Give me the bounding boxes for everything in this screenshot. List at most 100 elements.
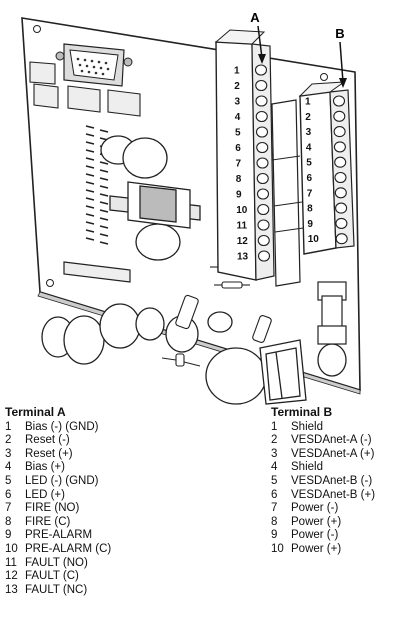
terminal-function: VESDAnet-A (+): [291, 447, 375, 460]
block-terminal-number: 2: [234, 81, 240, 92]
mount-hole: [46, 279, 54, 287]
terminal-screw: [255, 126, 269, 138]
mount-hole: [33, 25, 41, 33]
terminal-function: Power (-): [291, 502, 339, 515]
block-terminal-number: 3: [306, 127, 312, 138]
terminal-screw: [334, 156, 347, 168]
terminal-number: 5: [271, 474, 278, 487]
block-terminal-number: 10: [308, 234, 320, 245]
terminal-screw: [334, 187, 347, 199]
block-terminal-number: 9: [307, 219, 313, 230]
block-terminal-number: 4: [235, 112, 241, 123]
block-terminal-number: 2: [305, 112, 311, 123]
terminal-screw: [335, 202, 348, 214]
terminal-function: Bias (+): [25, 461, 65, 474]
terminal-screw: [254, 64, 268, 76]
terminal-number: 3: [5, 447, 12, 460]
terminal-function: Power (-): [291, 529, 339, 542]
block-terminal-number: 6: [235, 143, 241, 154]
terminal-screw: [335, 233, 348, 245]
block-terminal-number: 10: [236, 205, 248, 216]
relay-blocks: [29, 61, 141, 117]
terminal-number: 10: [271, 542, 284, 555]
terminal-number: 3: [271, 447, 278, 460]
terminal-number: 10: [5, 542, 18, 555]
terminal-screw: [257, 234, 270, 247]
legend-row: 6 VESDAnet-B (+): [271, 489, 375, 503]
terminal-function: Power (+): [291, 515, 342, 528]
block-terminal-number: 8: [236, 174, 242, 185]
callout-b: B: [335, 26, 344, 41]
terminal-number: 9: [271, 529, 278, 542]
legend-row: 9 Power (-): [271, 529, 375, 543]
block-terminal-number: 1: [305, 97, 311, 108]
arrow-b: [339, 41, 344, 83]
terminal-screw: [256, 188, 270, 200]
terminal-number: 9: [5, 529, 12, 542]
terminal-screw: [333, 141, 346, 153]
terminal-number: 8: [5, 515, 12, 528]
fuse-holder: [317, 281, 347, 345]
legend-row: 2 Reset (-): [5, 434, 111, 448]
block-terminal-number: 3: [235, 97, 241, 108]
terminal-number: 2: [271, 434, 278, 447]
terminal-screw: [257, 203, 270, 216]
terminal-screw: [334, 171, 347, 184]
terminal-function: Power (+): [291, 542, 342, 555]
legend-row: 11 FAULT (NO): [5, 557, 111, 571]
terminal-screw: [332, 95, 346, 107]
legend-row: 3 Reset (+): [5, 448, 111, 462]
terminal-number: 11: [5, 556, 17, 569]
terminal-number: 4: [5, 461, 12, 474]
terminal-b-title: Terminal B: [271, 405, 333, 419]
terminal-screw: [256, 157, 269, 169]
terminal-number: 12: [5, 570, 18, 583]
block-terminal-number: 12: [237, 236, 249, 247]
resistor-network: [63, 261, 131, 283]
terminal-number: 6: [5, 488, 12, 501]
terminal-function: Reset (-): [25, 434, 70, 447]
terminal-screw: [257, 250, 271, 262]
terminal-number: 13: [5, 583, 18, 596]
block-terminal-number: 8: [307, 204, 313, 215]
terminal-function: Reset (+): [25, 447, 73, 460]
terminal-screw: [256, 172, 269, 185]
block-terminal-number: 13: [237, 252, 249, 263]
terminal-screw: [255, 79, 268, 92]
legend-row: 10 Power (+): [271, 543, 375, 557]
terminal-function: LED (-) (GND): [25, 474, 99, 487]
terminal-function: VESDAnet-B (+): [291, 488, 376, 501]
terminal-number: 2: [5, 434, 12, 447]
terminal-function: Shield: [291, 461, 323, 474]
terminal-function: Bias (-) (GND): [25, 420, 99, 433]
terminal-function: PRE-ALARM (C): [25, 542, 112, 555]
legend-row: 3 VESDAnet-A (+): [271, 448, 375, 462]
terminal-function: FAULT (NC): [25, 583, 88, 596]
db15-connector: [55, 43, 133, 87]
terminal-function: FIRE (NO): [25, 502, 80, 515]
terminal-screw: [333, 126, 346, 138]
terminal-function: PRE-ALARM: [25, 529, 93, 542]
terminal-screw: [335, 217, 348, 229]
block-terminal-number: 6: [307, 173, 313, 184]
terminal-function: FAULT (NO): [25, 556, 88, 569]
block-terminal-number: 9: [236, 190, 242, 201]
block-terminal-number: 7: [307, 188, 313, 199]
capacitors: [41, 135, 347, 405]
terminal-number: 6: [271, 488, 278, 501]
